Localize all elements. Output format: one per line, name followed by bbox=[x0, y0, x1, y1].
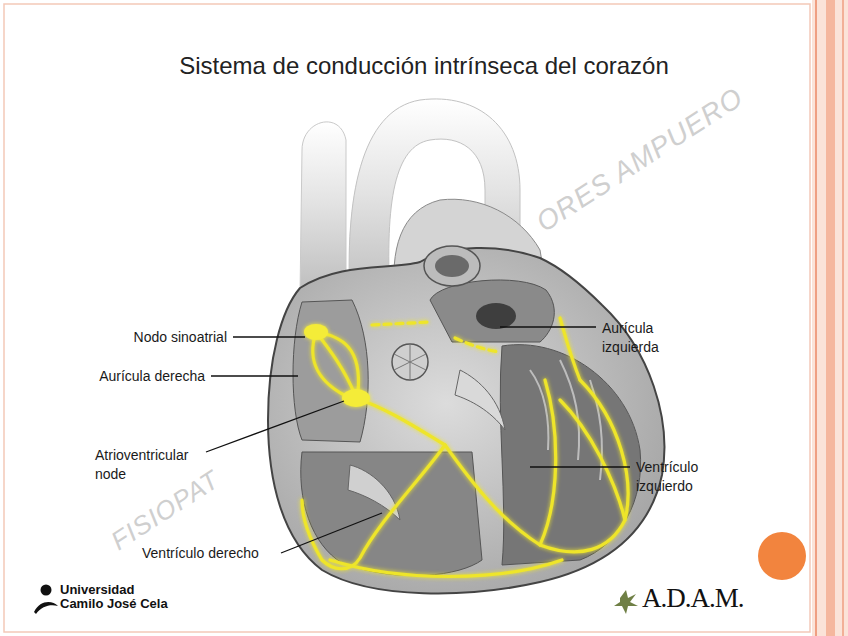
left-atrium bbox=[430, 280, 554, 342]
logo-text-holder: A.D.A.M. bbox=[642, 583, 744, 614]
sa-node bbox=[304, 324, 328, 340]
part-label-holder: Ventrículo derecho bbox=[142, 544, 259, 563]
logo-leaf bbox=[614, 590, 638, 614]
part-label-holder: Aurícula derecha bbox=[99, 367, 205, 386]
vein-opening bbox=[476, 303, 516, 329]
part-label: Aurícula derecha bbox=[99, 367, 205, 386]
side-band bbox=[812, 0, 848, 636]
logo-icon bbox=[41, 585, 52, 596]
heart-outline bbox=[268, 248, 664, 594]
part-label: Nodo sinoatrial bbox=[134, 328, 227, 347]
right-atrium bbox=[293, 300, 368, 442]
conduction-pathway bbox=[302, 318, 628, 577]
part-label: Ventrículo izquierdo bbox=[636, 458, 736, 496]
part-label-holder: Ventrículo izquierdo bbox=[636, 458, 736, 496]
part-label: Aurícula izquierda bbox=[602, 319, 694, 357]
slide-title: Sistema de conducción intrínseca del cor… bbox=[179, 52, 669, 80]
logo-text: A.D.A.M. bbox=[642, 583, 744, 614]
part-label-holder: Nodo sinoatrial bbox=[134, 328, 227, 347]
part-label-holder: Aurícula izquierda bbox=[602, 319, 694, 357]
aortic-opening bbox=[424, 246, 480, 286]
logo-icon bbox=[34, 602, 58, 614]
part-label: Ventrículo derecho bbox=[142, 544, 259, 563]
trabeculae bbox=[530, 360, 602, 480]
side-line bbox=[815, 0, 817, 636]
side-line bbox=[842, 0, 844, 636]
logo-text-holder: Universidad Camilo José Cela bbox=[60, 583, 178, 612]
leader-lines bbox=[206, 327, 630, 553]
vena-cava bbox=[300, 122, 346, 295]
side-band bbox=[826, 0, 835, 636]
valve-leaflets bbox=[394, 344, 426, 380]
papillary-muscle bbox=[455, 370, 505, 430]
logo-text: Universidad Camilo José Cela bbox=[60, 583, 178, 612]
aortic-lumen bbox=[435, 255, 469, 277]
title-holder: Sistema de conducción intrínseca del cor… bbox=[179, 52, 669, 80]
orange-dot bbox=[758, 532, 806, 580]
slide-frame bbox=[4, 4, 810, 632]
av-node bbox=[342, 389, 370, 407]
valve bbox=[392, 344, 428, 380]
